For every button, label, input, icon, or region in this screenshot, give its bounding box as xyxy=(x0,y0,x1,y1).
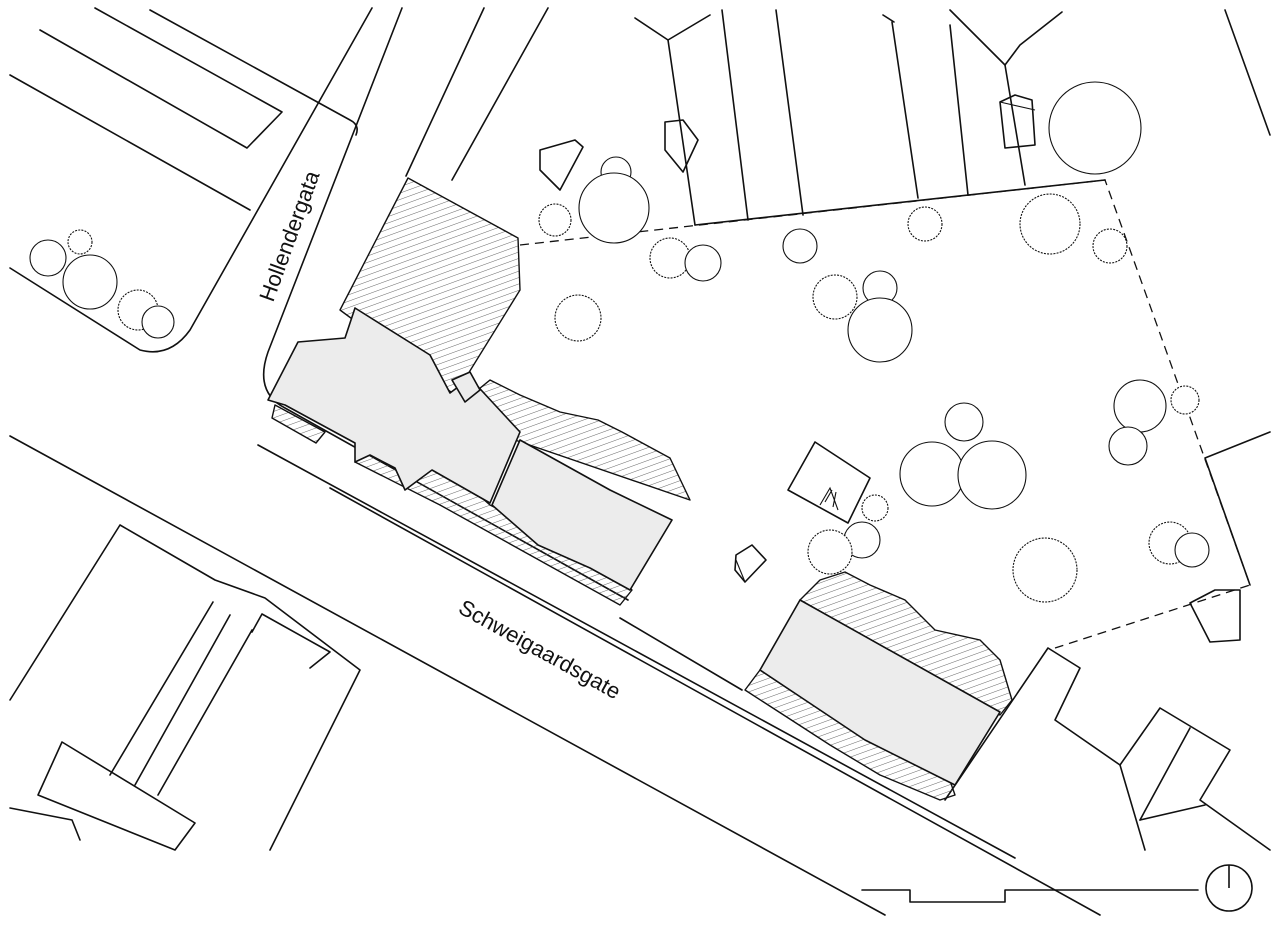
tree-icon xyxy=(67,229,93,255)
tree-icon xyxy=(899,441,965,507)
tree-icon xyxy=(1019,193,1081,255)
street-label-schweigaardsgate: Schweigaardsgate xyxy=(455,595,625,705)
tree-icon xyxy=(907,206,943,242)
north-row-buildings xyxy=(539,9,1271,226)
tree-icon xyxy=(141,305,175,339)
tree-icon xyxy=(649,237,691,279)
tree-icon xyxy=(1113,379,1167,433)
tree-icon xyxy=(1108,426,1148,466)
north-arrow-icon xyxy=(1205,864,1253,912)
street-label-hollendergata: Hollendergata xyxy=(254,167,325,305)
tree-icon xyxy=(1174,532,1210,568)
block-northwest xyxy=(9,7,358,211)
tree-icon xyxy=(1092,228,1128,264)
tree-icon xyxy=(1170,385,1200,415)
tree-icon xyxy=(578,172,650,244)
planned-buildings xyxy=(267,307,1001,786)
tree-icon xyxy=(29,239,67,277)
tree-icon xyxy=(812,274,858,320)
small-structures xyxy=(734,441,871,583)
tree-icon xyxy=(62,254,118,310)
tree-icon xyxy=(847,297,913,363)
trees xyxy=(29,81,1210,603)
tree-icon xyxy=(554,294,602,342)
site-boundary xyxy=(519,179,1251,649)
tree-icon xyxy=(944,402,984,442)
tree-icon xyxy=(861,494,889,522)
block-southwest xyxy=(9,524,361,851)
tree-icon xyxy=(684,244,722,282)
east-buildings xyxy=(944,431,1271,851)
tree-icon xyxy=(538,203,572,237)
street-lines xyxy=(9,7,1101,916)
tree-icon xyxy=(807,529,853,575)
tree-icon xyxy=(1012,537,1078,603)
tree-icon xyxy=(1048,81,1142,175)
tree-icon xyxy=(782,228,818,264)
scale-bar-icon xyxy=(861,889,1199,903)
tree-icon xyxy=(957,440,1027,510)
